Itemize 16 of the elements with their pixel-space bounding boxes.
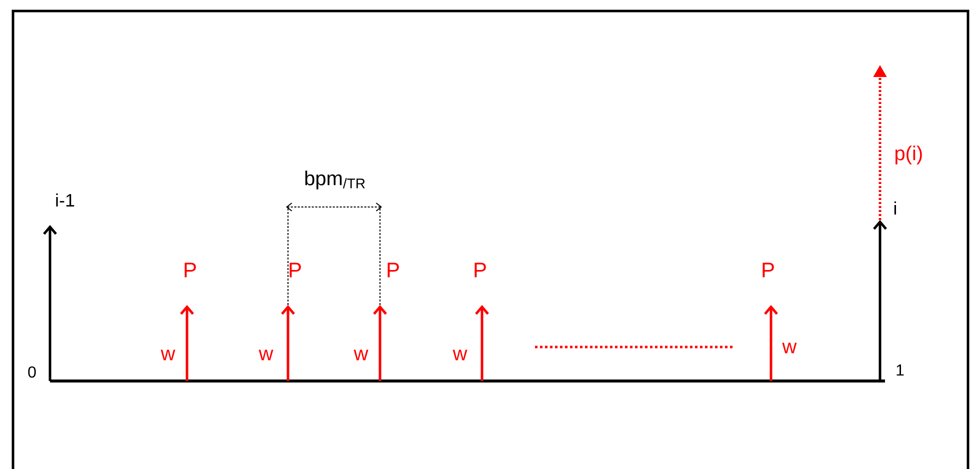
axis-label: 1 <box>896 364 904 376</box>
weight-label: w <box>782 342 797 354</box>
force-label: P <box>184 262 196 278</box>
weight-label: w <box>452 350 468 360</box>
force-label: P <box>474 262 486 278</box>
axis-label: 0 <box>28 366 36 378</box>
force-label: P <box>290 262 301 278</box>
force-label: P <box>762 262 774 278</box>
weight-label: w <box>160 350 176 360</box>
dimension-label: bpm$_{/TR}$ <box>305 170 365 190</box>
arrow-label: i <box>894 201 896 215</box>
arrow-label: i-1 <box>56 193 74 207</box>
weight-label: w <box>258 350 274 360</box>
weight-label: w <box>354 350 368 360</box>
arrow-label: p(i) <box>896 146 922 164</box>
force-label: P <box>388 262 399 278</box>
